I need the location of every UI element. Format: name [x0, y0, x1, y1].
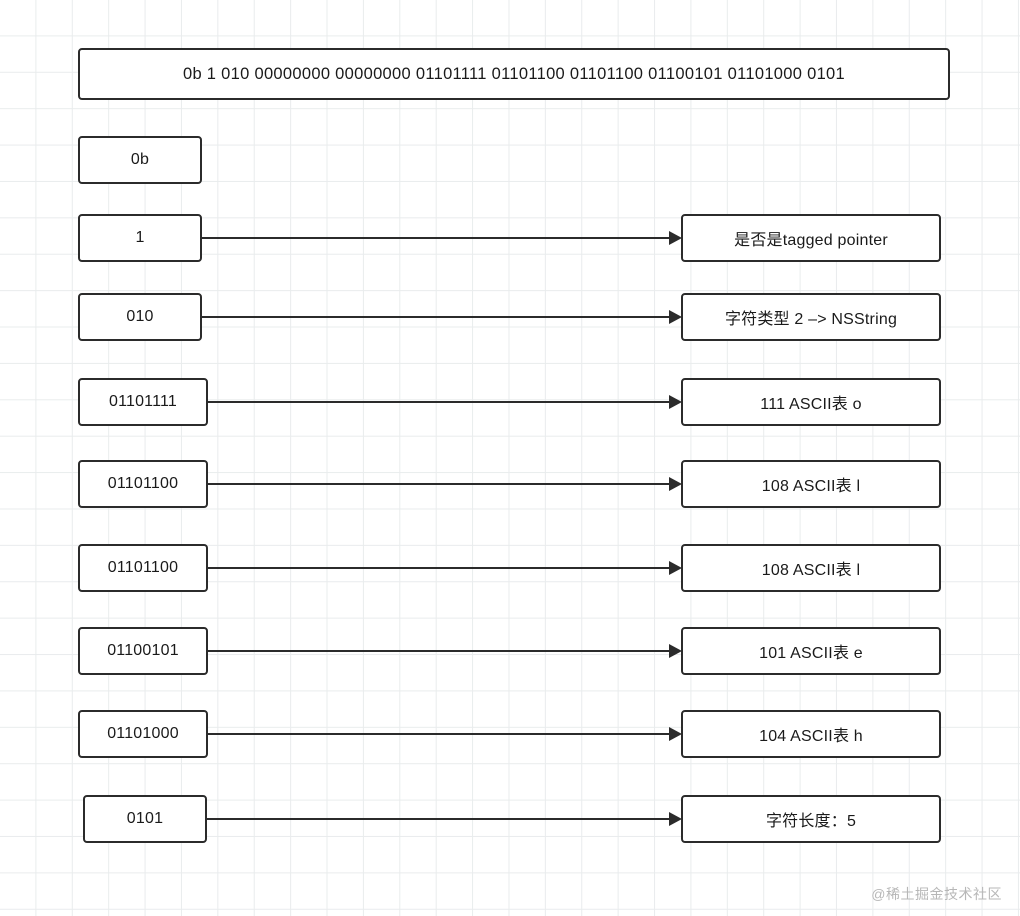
bits-box-7: 01101000	[78, 710, 208, 758]
meaning-box-8: 字符长度：5	[681, 795, 941, 843]
arrow-7	[208, 733, 680, 735]
arrow-6	[208, 650, 680, 652]
arrow-2	[202, 316, 680, 318]
meaning-box-2: 字符类型 2 –> NSString	[681, 293, 941, 341]
meaning-box-4: 108 ASCII表 l	[681, 460, 941, 508]
bits-box-8: 0101	[83, 795, 207, 843]
arrow-3	[208, 401, 680, 403]
prefix-box: 0b	[78, 136, 202, 184]
bits-box-1: 1	[78, 214, 202, 262]
meaning-box-5: 108 ASCII表 l	[681, 544, 941, 592]
meaning-box-6: 101 ASCII表 e	[681, 627, 941, 675]
watermark: @稀土掘金技术社区	[871, 886, 1002, 902]
arrow-8	[207, 818, 680, 820]
bits-box-3: 01101111	[78, 378, 208, 426]
bits-box-5: 01101100	[78, 544, 208, 592]
arrow-4	[208, 483, 680, 485]
meaning-box-7: 104 ASCII表 h	[681, 710, 941, 758]
meaning-box-1: 是否是tagged pointer	[681, 214, 941, 262]
full-binary-box: 0b 1 010 00000000 00000000 01101111 0110…	[78, 48, 950, 100]
bits-box-6: 01100101	[78, 627, 208, 675]
arrow-5	[208, 567, 680, 569]
meaning-box-3: 111 ASCII表 o	[681, 378, 941, 426]
bits-box-4: 01101100	[78, 460, 208, 508]
arrow-1	[202, 237, 680, 239]
bits-box-2: 010	[78, 293, 202, 341]
